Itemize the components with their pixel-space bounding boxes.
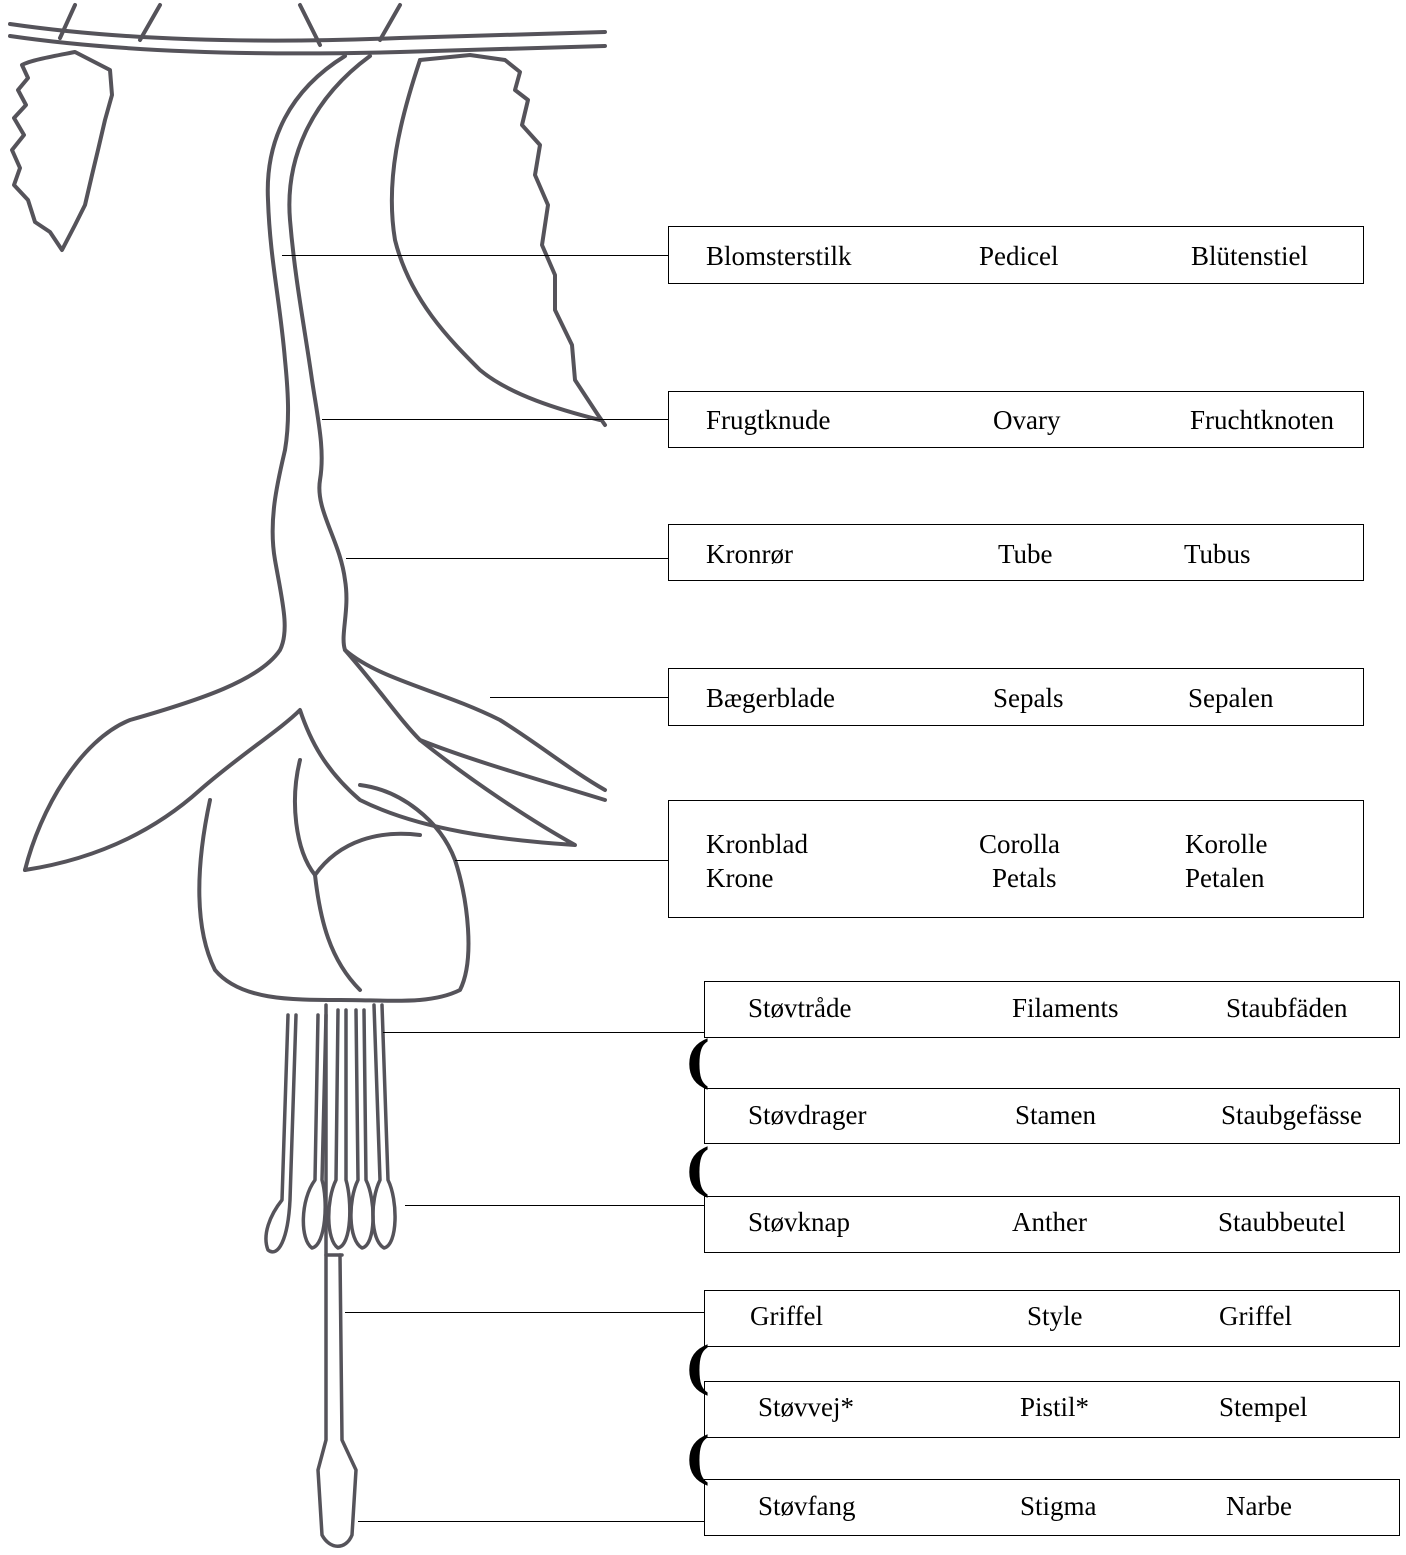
label-de: Stempel bbox=[1219, 1390, 1308, 1424]
bracket-filaments-stamen: ( bbox=[684, 1034, 711, 1090]
label-da: Støvvej* bbox=[758, 1390, 854, 1424]
label-en: Style bbox=[1027, 1299, 1083, 1333]
label-de: Narbe bbox=[1226, 1489, 1292, 1523]
label-da: Støvknap bbox=[748, 1205, 850, 1239]
bracket-stamen-anther: ( bbox=[684, 1142, 711, 1198]
label-box-pistil: Støvvej* Pistil* Stempel bbox=[704, 1381, 1400, 1438]
label-box-tube: Kronrør Tube Tubus bbox=[668, 524, 1364, 581]
label-en: Stigma bbox=[1020, 1489, 1097, 1523]
label-de: Staubbeutel bbox=[1218, 1205, 1345, 1239]
label-box-filaments: Støvtråde Filaments Staubfäden bbox=[704, 981, 1400, 1038]
label-de: Staubgefässe bbox=[1221, 1098, 1362, 1132]
leader-ovary bbox=[322, 419, 702, 420]
label-en: Sepals bbox=[993, 681, 1064, 715]
label-da: Støvtråde bbox=[748, 991, 851, 1025]
label-da: Griffel bbox=[750, 1299, 823, 1333]
left-leaf bbox=[12, 52, 112, 250]
label-de-2: Petalen bbox=[1185, 861, 1264, 895]
label-de: Tubus bbox=[1184, 537, 1251, 571]
label-box-pedicel: Blomsterstilk Pedicel Blütenstiel bbox=[668, 226, 1364, 284]
right-leaf bbox=[392, 55, 605, 425]
label-de: Griffel bbox=[1219, 1299, 1292, 1333]
leader-pedicel bbox=[282, 255, 702, 256]
leader-filaments bbox=[383, 1032, 704, 1033]
label-en: Tube bbox=[998, 537, 1053, 571]
label-box-corolla: Kronblad Krone Corolla Petals Korolle Pe… bbox=[668, 800, 1364, 918]
label-de: Blütenstiel bbox=[1191, 239, 1308, 273]
label-en: Filaments bbox=[1012, 991, 1119, 1025]
leader-tube bbox=[346, 558, 702, 559]
label-box-ovary: Frugtknude Ovary Fruchtknoten bbox=[668, 391, 1364, 448]
label-en-2: Petals bbox=[992, 861, 1057, 895]
sepals bbox=[25, 650, 605, 870]
label-de: Sepalen bbox=[1188, 681, 1273, 715]
branch bbox=[10, 5, 605, 53]
label-box-stigma: Støvfang Stigma Narbe bbox=[704, 1479, 1400, 1536]
label-de: Fruchtknoten bbox=[1190, 403, 1334, 437]
label-da-2: Krone bbox=[706, 861, 773, 895]
leader-style bbox=[345, 1312, 704, 1313]
label-da: Blomsterstilk bbox=[706, 239, 852, 273]
label-da: Støvdrager bbox=[748, 1098, 866, 1132]
stamens bbox=[266, 1005, 395, 1252]
label-da: Kronblad bbox=[706, 827, 808, 861]
label-en: Stamen bbox=[1015, 1098, 1096, 1132]
label-box-style: Griffel Style Griffel bbox=[704, 1290, 1400, 1347]
label-da: Bægerblade bbox=[706, 681, 835, 715]
label-en: Corolla bbox=[979, 827, 1060, 861]
label-box-sepals: Bægerblade Sepals Sepalen bbox=[668, 668, 1364, 726]
label-de: Staubfäden bbox=[1226, 991, 1347, 1025]
fuchsia-flower-drawing bbox=[0, 0, 610, 1555]
label-da: Støvfang bbox=[758, 1489, 856, 1523]
label-de: Korolle bbox=[1185, 827, 1267, 861]
bracket-pistil-stigma: ( bbox=[684, 1430, 711, 1486]
label-en: Pedicel bbox=[979, 239, 1058, 273]
label-en: Pistil* bbox=[1020, 1390, 1089, 1424]
leader-stigma bbox=[358, 1521, 704, 1522]
corolla bbox=[199, 760, 468, 1001]
label-en: Ovary bbox=[993, 403, 1060, 437]
label-box-stamen: Støvdrager Stamen Staubgefässe bbox=[704, 1088, 1400, 1144]
bracket-style-pistil: ( bbox=[684, 1340, 711, 1396]
label-da: Frugtknude bbox=[706, 403, 831, 437]
label-en: Anther bbox=[1012, 1205, 1087, 1239]
leader-anther bbox=[405, 1205, 704, 1206]
label-box-anther: Støvknap Anther Staubbeutel bbox=[704, 1196, 1400, 1253]
leader-corolla bbox=[455, 860, 702, 861]
label-da: Kronrør bbox=[706, 537, 793, 571]
